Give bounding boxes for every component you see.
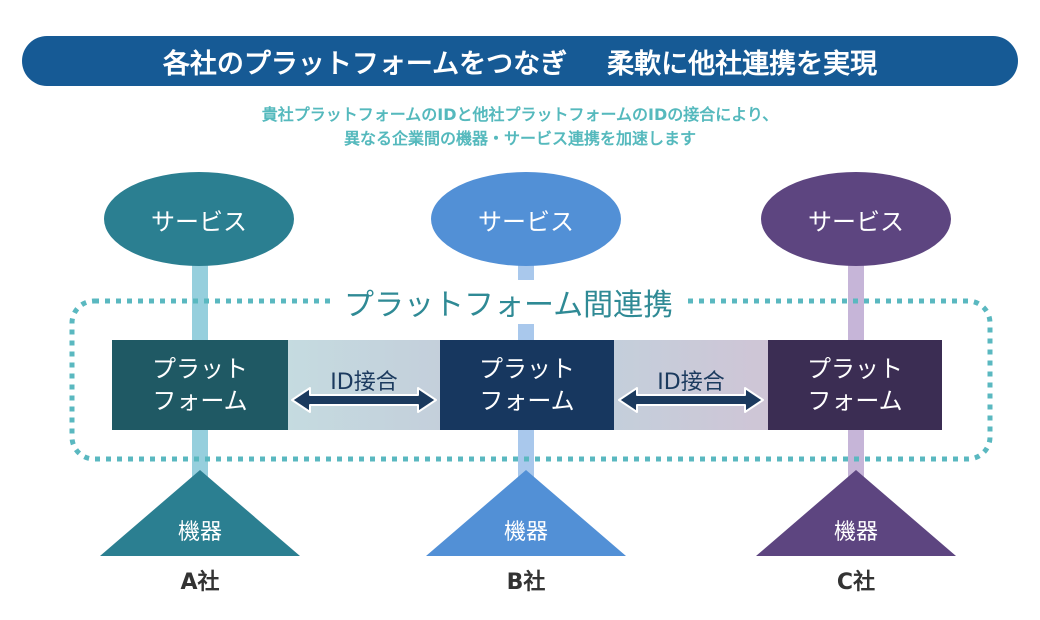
service-oval-a: サービス — [104, 172, 294, 266]
platform-box-c: プラット フォーム — [768, 340, 942, 430]
header-title-part2: 柔軟に他社連携を実現 — [607, 48, 878, 80]
platform-box-b: プラット フォーム — [440, 340, 614, 430]
link-area-ab — [288, 340, 440, 430]
platform-label-c-line2: フォーム — [807, 387, 903, 415]
device-triangle-b — [426, 470, 626, 556]
platform-label-c-line1: プラット — [807, 355, 903, 383]
platform-label-a-line1: プラット — [152, 355, 248, 383]
device-triangle-a — [100, 470, 300, 556]
link-label-bc: ID接合 — [657, 370, 725, 395]
company-label-b: B社 — [506, 570, 546, 595]
company-label-c: C社 — [836, 570, 876, 595]
service-label-b: サービス — [478, 207, 574, 236]
link-label-ab: ID接合 — [330, 370, 398, 395]
device-triangle-c — [756, 470, 956, 556]
device-label-a: 機器 — [177, 520, 222, 545]
double-arrow-bc-icon — [618, 387, 764, 413]
device-label-b: 機器 — [503, 520, 548, 545]
platform-label-b-line2: フォーム — [479, 387, 575, 415]
platform-label-b-line1: プラット — [479, 355, 575, 383]
service-label-c: サービス — [808, 207, 904, 236]
platform-label-a-line2: フォーム — [152, 387, 248, 415]
service-label-a: サービス — [151, 207, 247, 236]
link-area-bc — [614, 340, 768, 430]
subtitle-line1: 貴社プラットフォームのIDと他社プラットフォームのIDの接合により、 — [261, 105, 779, 124]
company-label-a: A社 — [180, 570, 220, 595]
header-banner: 各社のプラットフォームをつなぎ 柔軟に他社連携を実現 — [22, 36, 1018, 86]
service-oval-c: サービス — [761, 172, 951, 266]
section-label: プラットフォーム間連携 — [330, 280, 688, 324]
device-label-c: 機器 — [833, 520, 878, 545]
service-oval-b: サービス — [431, 172, 621, 266]
header-title-part1: 各社のプラットフォームをつなぎ — [162, 48, 568, 80]
subtitle-line2: 異なる企業間の機器・サービス連携を加速します — [343, 129, 696, 148]
platform-box-a: プラット フォーム — [112, 340, 288, 430]
double-arrow-ab-icon — [291, 387, 437, 413]
